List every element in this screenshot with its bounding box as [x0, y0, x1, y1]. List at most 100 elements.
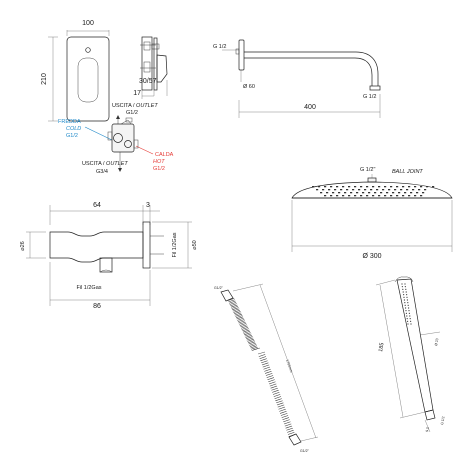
hand-nozzle-dot	[404, 286, 406, 288]
nozzle-dot	[384, 195, 387, 197]
hose-coil	[268, 379, 275, 383]
arm-wall-flange	[238, 39, 245, 71]
hose-coil	[284, 423, 292, 427]
nozzle-dot	[400, 189, 403, 191]
outlet-bottom-thread: G3/4	[96, 169, 108, 175]
hand-shower-drawing: 185 Ø 23 G 1/2 9.5	[375, 276, 445, 432]
hand-nozzle-dot	[402, 288, 404, 290]
hose-coil	[249, 342, 256, 346]
diverter-knob	[85, 47, 91, 53]
nozzle-dot	[402, 195, 405, 197]
hose-coil	[261, 362, 269, 366]
nozzle-dot	[364, 189, 367, 191]
hose-coil	[261, 360, 268, 364]
hose-coil	[246, 336, 253, 340]
hose-coil	[272, 392, 280, 395]
nozzle-dot	[344, 192, 347, 194]
nozzle-dot	[366, 195, 369, 197]
plate-height-label: 210	[41, 73, 48, 85]
hose-coil	[276, 400, 283, 404]
hand-length-dimension	[379, 284, 404, 418]
nozzle-dot	[372, 186, 375, 188]
hose-coil	[269, 383, 277, 387]
hand-nozzle-dot	[410, 323, 412, 325]
hand-nozzle-dot	[404, 283, 406, 285]
nozzle-dot	[318, 186, 321, 188]
nozzle-dot	[336, 186, 339, 188]
outlet-bottom-nipple	[99, 257, 113, 273]
nozzle-dot	[420, 195, 423, 197]
side-wall-label: 17	[133, 90, 141, 97]
head-thread-label: G 1/2"	[360, 167, 375, 173]
hand-nozzle-dot	[408, 312, 410, 314]
hose-coil	[283, 421, 291, 425]
hose-coil	[244, 333, 252, 337]
hose-coil	[234, 312, 242, 316]
hose-bottom-nut	[288, 433, 302, 446]
shower-head-drawing: G 1/2" BALL JOINT Ø 300	[291, 167, 453, 260]
nozzle-dot	[410, 192, 413, 194]
hose-coil	[278, 406, 286, 410]
hand-length-label: 185	[378, 342, 386, 352]
outlet-total-label: 86	[93, 303, 101, 310]
nozzle-dot	[414, 186, 417, 188]
nozzle-dot	[418, 189, 421, 191]
hose-coil	[258, 354, 266, 357]
hand-nozzle-dot	[408, 310, 410, 312]
cold-label-en: COLD	[66, 126, 81, 132]
outlet-length-label: 64	[93, 202, 101, 209]
head-joint-label: BALL JOINT	[392, 169, 423, 175]
hose-coil	[267, 377, 274, 381]
hose-coil	[268, 381, 276, 385]
hose-coil	[236, 316, 244, 320]
ball-joint	[367, 177, 377, 183]
nozzle-dot	[360, 195, 363, 197]
hand-nozzle-dot	[405, 307, 407, 309]
nozzle-dot	[396, 186, 399, 188]
hose-top-thread-label: G1/2"	[214, 286, 224, 290]
nozzle-dot	[414, 195, 417, 197]
hand-nozzle-dot	[409, 315, 411, 317]
outlet-bottom-label: USCITA / OUTLET	[82, 161, 128, 167]
hose-coil	[240, 325, 248, 329]
hand-nozzle-dot	[404, 302, 406, 304]
nozzle-dot	[330, 186, 333, 188]
hand-nozzle-dot	[402, 291, 404, 293]
hand-nozzle-dot	[401, 283, 403, 285]
hose-coil	[277, 404, 285, 408]
hose-length-dimension	[259, 284, 317, 439]
hand-nozzle-dot	[405, 291, 407, 293]
hose-coil	[282, 417, 289, 421]
hose-coil	[242, 328, 249, 332]
hose-coil	[285, 425, 293, 429]
nozzle-dot	[370, 189, 373, 191]
shower-arm-drawing: G 1/2 Ø 60 G 1/2 400	[213, 39, 381, 118]
outlet-top-thread: G1/2	[126, 110, 138, 116]
hose-break-mark	[252, 347, 266, 355]
hose-coil	[247, 340, 255, 343]
hose-coil	[274, 396, 282, 399]
nozzle-dot	[432, 186, 435, 188]
arm-outlet-label: G 1/2	[363, 94, 376, 100]
hose-coil	[264, 368, 271, 372]
hose-coil	[272, 389, 279, 393]
outlet-top-label: USCITA / OUTLET	[112, 103, 158, 109]
valve-body-section	[141, 36, 153, 91]
hose-coil	[251, 346, 258, 350]
hand-shower-nozzles	[401, 283, 412, 325]
nozzle-dot	[312, 186, 315, 188]
outlet-diameter-label: ⌀26	[20, 241, 26, 250]
hose-coil	[233, 309, 240, 313]
hose-coil	[246, 337, 254, 341]
hose-coil	[273, 394, 281, 397]
nozzle-dot	[334, 189, 337, 191]
shower-hose-drawing: G1/2" G1/2" 1750mm	[214, 283, 319, 453]
hand-nozzle-dot	[403, 296, 405, 298]
nozzle-dot	[416, 192, 419, 194]
nozzle-dot	[330, 195, 333, 197]
nozzle-dot	[356, 192, 359, 194]
nozzle-dot	[424, 189, 427, 191]
hose-coil	[281, 415, 289, 418]
hot-thread-label: G1/2	[153, 166, 165, 172]
nozzle-dot	[328, 189, 331, 191]
